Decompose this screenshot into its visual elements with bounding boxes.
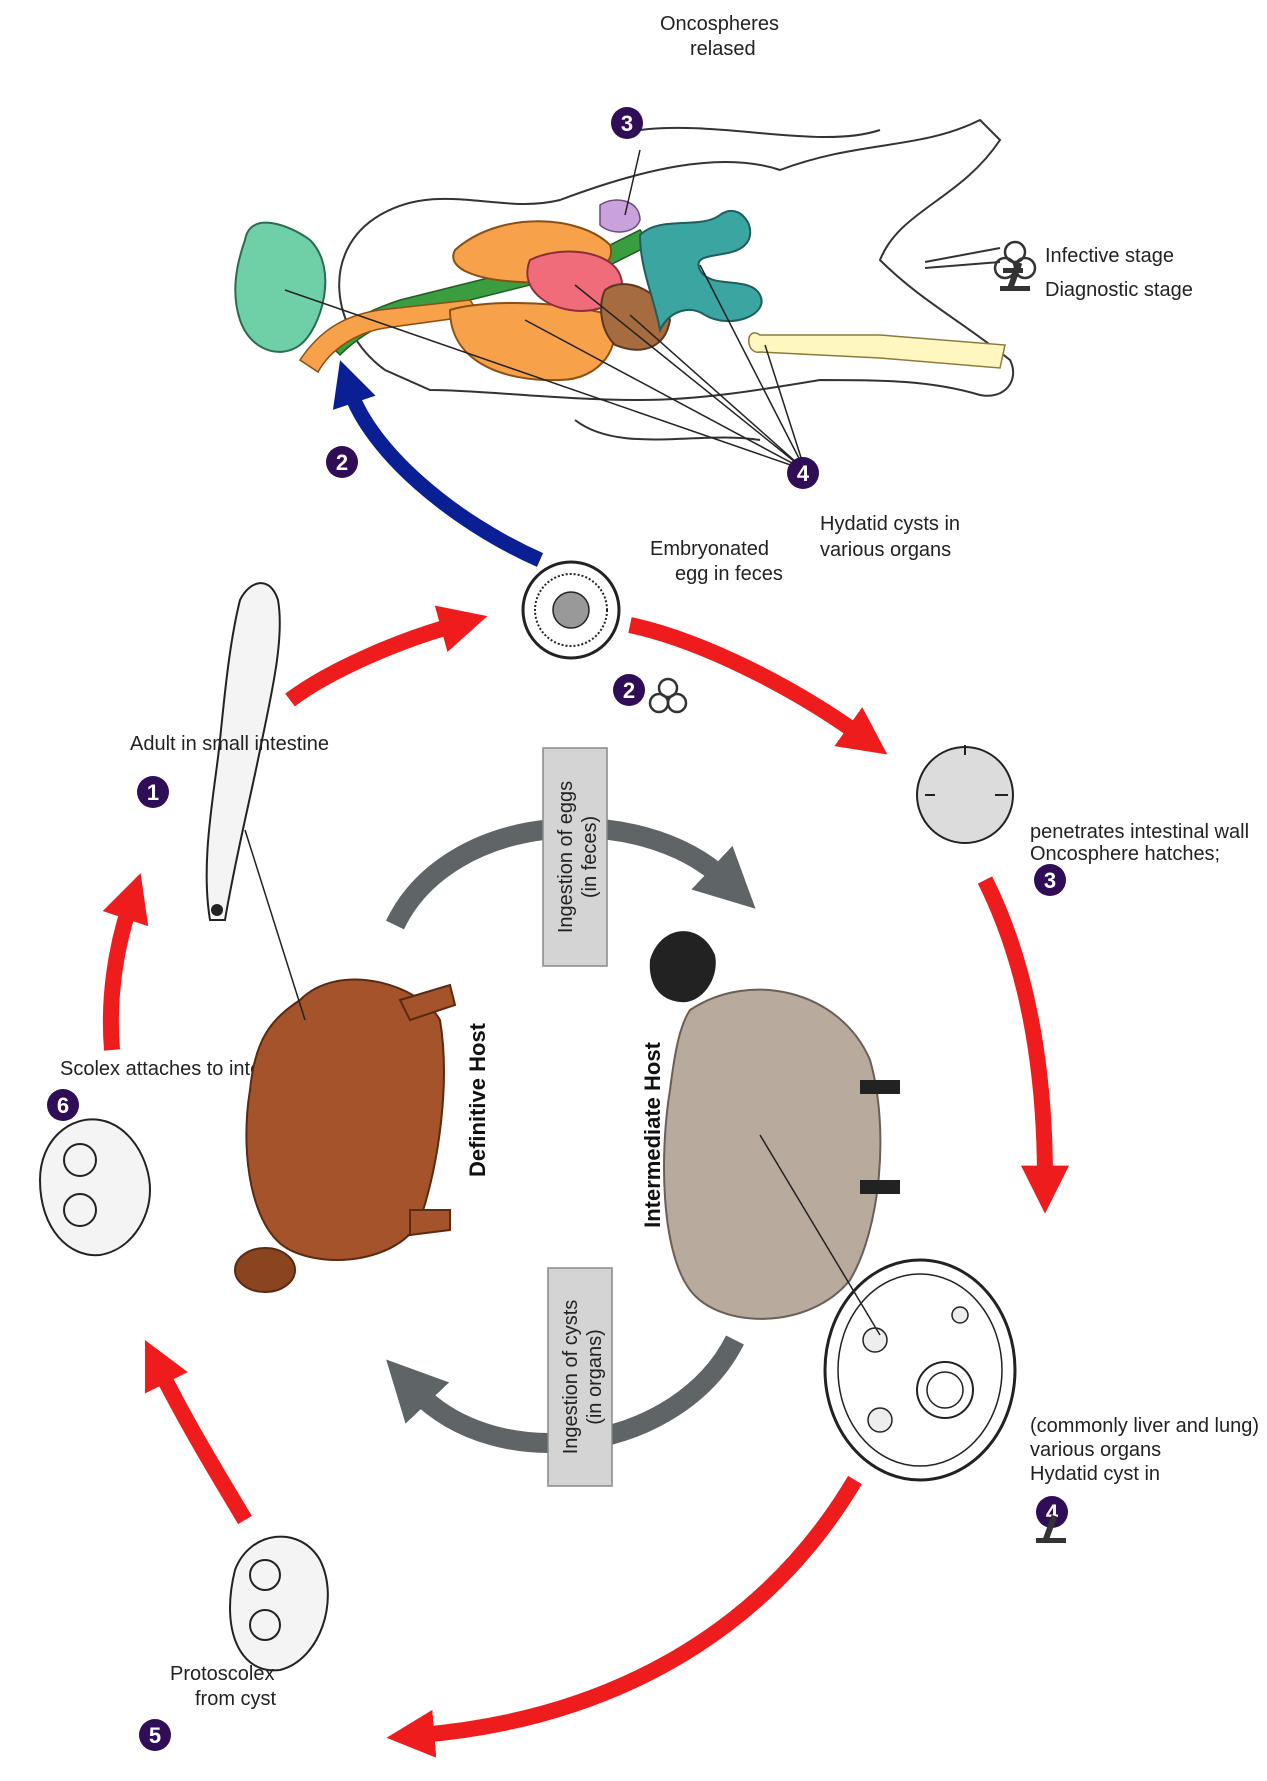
embryonated-egg <box>523 562 619 658</box>
brain-organ <box>235 223 325 352</box>
step-5-label: 5 Protoscolex from cyst <box>139 1663 277 1751</box>
protoscolex <box>230 1537 328 1671</box>
step-2-number: 2 <box>623 678 635 703</box>
ingestion-eggs-box: Ingestion of eggs (in feces) <box>543 748 607 966</box>
legend-infective-text: Infective stage <box>1045 245 1174 267</box>
step-3-human-text-2: relased <box>690 38 756 60</box>
step-3-human-number: 3 <box>621 111 633 136</box>
ingestion-eggs-text-1: Ingestion of eggs <box>555 781 577 933</box>
step-3-text-1: Oncosphere hatches; <box>1030 843 1220 865</box>
step-4-label: 4 Hydatid cyst in various organs (common… <box>1030 1415 1259 1543</box>
intestine-organ <box>640 211 762 330</box>
dog-definitive-host <box>235 980 455 1292</box>
ingestion-eggs-text-2: (in feces) <box>579 816 601 898</box>
step-5-text-1: Protoscolex <box>170 1663 275 1685</box>
step-3-text-2: penetrates intestinal wall <box>1030 821 1249 843</box>
step-1-number: 1 <box>147 780 159 805</box>
arrow-to-human <box>350 390 540 560</box>
step-2-human-number: 2 <box>336 450 348 475</box>
arrow-cyst-to-protoscolex <box>420 1480 855 1735</box>
hydatid-cyst <box>825 1260 1015 1480</box>
step-4-human-text-1: Hydatid cysts in <box>820 513 960 535</box>
ingestion-cysts-text-2: (in organs) <box>584 1329 606 1425</box>
intermediate-host-label: Intermediate Host <box>640 1041 665 1227</box>
dog-leader-line <box>245 830 305 1020</box>
step-4-human-text-2: various organs <box>820 539 951 561</box>
step-6-number: 6 <box>57 1093 69 1118</box>
step-2-human-label: 2 <box>326 446 358 478</box>
legend-diagnostic-text: Diagnostic stage <box>1045 279 1193 301</box>
step-4-text-2: various organs <box>1030 1439 1161 1461</box>
arrow-oncosphere-to-cyst <box>985 880 1045 1180</box>
step-3-human-label: 3 Oncospheres relased <box>611 13 779 139</box>
step-2-text-1: Embryonated <box>650 538 769 560</box>
arrow-scolex-to-adult <box>111 905 130 1050</box>
step-2-text-2: egg in feces <box>675 563 783 585</box>
step-5-number: 5 <box>149 1723 161 1748</box>
step-3-number: 3 <box>1044 868 1056 893</box>
step-1-text: Adult in small intestine <box>130 733 329 755</box>
definitive-host-label: Definitive Host <box>465 1022 490 1177</box>
legend: Infective stage Diagnostic stage <box>995 242 1193 301</box>
step-4-human-number: 4 <box>797 461 810 486</box>
ingestion-cysts-box: Ingestion of cysts (in organs) <box>548 1268 612 1486</box>
ingestion-cysts-text-1: Ingestion of cysts <box>560 1300 582 1455</box>
biohazard-icon <box>650 679 686 712</box>
gallbladder-organ <box>600 200 640 232</box>
oncosphere <box>917 745 1013 843</box>
step-3-human-text-1: Oncospheres <box>660 13 779 35</box>
sheep-intermediate-host <box>650 931 900 1319</box>
bone <box>749 333 1005 368</box>
arrow-protoscolex-to-scolex <box>160 1370 245 1520</box>
step-4-text-3: (commonly liver and lung) <box>1030 1415 1259 1437</box>
step-4-human-label: 4 Hydatid cysts in various organs <box>787 457 960 561</box>
arrow-adult-to-egg <box>290 625 455 700</box>
lung-right-organ <box>450 303 614 380</box>
step-5-text-2: from cyst <box>195 1688 277 1710</box>
scolex <box>40 1119 150 1255</box>
step-4-text-1: Hydatid cyst in <box>1030 1463 1160 1485</box>
step-3-label: 3 Oncosphere hatches; penetrates intesti… <box>1030 821 1249 896</box>
